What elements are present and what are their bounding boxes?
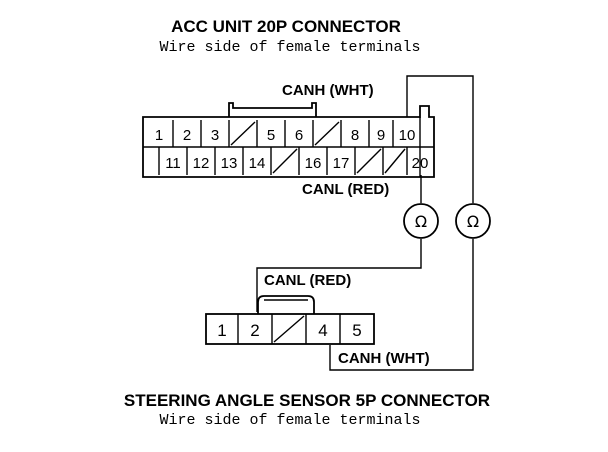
sensor-pin-5: 5: [352, 321, 361, 340]
acc-empty-cavity-marks: [230, 121, 406, 174]
sensor-pin-4: 4: [318, 321, 327, 340]
acc-pin-11: 11: [165, 155, 181, 172]
sensor-connector-lock: [257, 295, 315, 314]
canl-top-label: CANL (RED): [302, 181, 389, 198]
sensor-empty-cavity-mark: [273, 315, 305, 343]
sensor-pin-1: 1: [217, 321, 226, 340]
sensor-connector-subtitle: Wire side of female terminals: [159, 412, 420, 429]
ohm-symbol: Ω: [415, 212, 427, 231]
acc-pin-8: 8: [351, 127, 359, 144]
acc-pin-20: 20: [412, 155, 429, 172]
acc-pin-1: 1: [155, 127, 163, 144]
acc-connector-title: ACC UNIT 20P CONNECTOR: [171, 17, 401, 36]
ohmmeter-canh: Ω: [455, 203, 491, 239]
acc-connector-body: [142, 105, 435, 178]
acc-pin-12: 12: [193, 155, 210, 172]
ohmmeter-canl: Ω: [403, 203, 439, 239]
acc-connector-subtitle: Wire side of female terminals: [159, 39, 420, 56]
acc-pin-6: 6: [295, 127, 303, 144]
ohm-symbol: Ω: [467, 212, 479, 231]
canl-bottom-label: CANL (RED): [264, 272, 351, 289]
sensor-pin-2: 2: [250, 321, 259, 340]
acc-pin-13: 13: [221, 155, 238, 172]
acc-top-row-dividers: [172, 117, 421, 177]
canh-wire-lower: [329, 239, 474, 371]
acc-pin-10: 10: [399, 127, 416, 144]
canh-bottom-label: CANH (WHT): [338, 350, 430, 367]
acc-connector-lock: [228, 102, 317, 117]
acc-pin-14: 14: [249, 155, 266, 172]
sensor-connector-body: [205, 313, 375, 345]
canl-wire-lower: [256, 239, 422, 312]
acc-pin-16: 16: [305, 155, 322, 172]
sensor-connector-title: STEERING ANGLE SENSOR 5P CONNECTOR: [124, 391, 490, 410]
acc-20p-connector: 1 2 3 5 6 8 9 10 11 12 13 14 16 17 20: [142, 102, 435, 178]
acc-pin-5: 5: [267, 127, 275, 144]
acc-bottom-row-dividers: [158, 147, 408, 175]
acc-pin-17: 17: [333, 155, 350, 172]
wires: [256, 75, 474, 371]
acc-pin-3: 3: [211, 127, 219, 144]
acc-pin-2: 2: [183, 127, 191, 144]
sensor-5p-connector: 1 2 4 5: [205, 295, 375, 345]
ohmmeter-circle: [455, 203, 491, 239]
acc-pin-9: 9: [377, 127, 385, 144]
ohmmeter-circle: [403, 203, 439, 239]
canh-top-label: CANH (WHT): [282, 82, 374, 99]
canh-wire-upper: [406, 75, 474, 203]
